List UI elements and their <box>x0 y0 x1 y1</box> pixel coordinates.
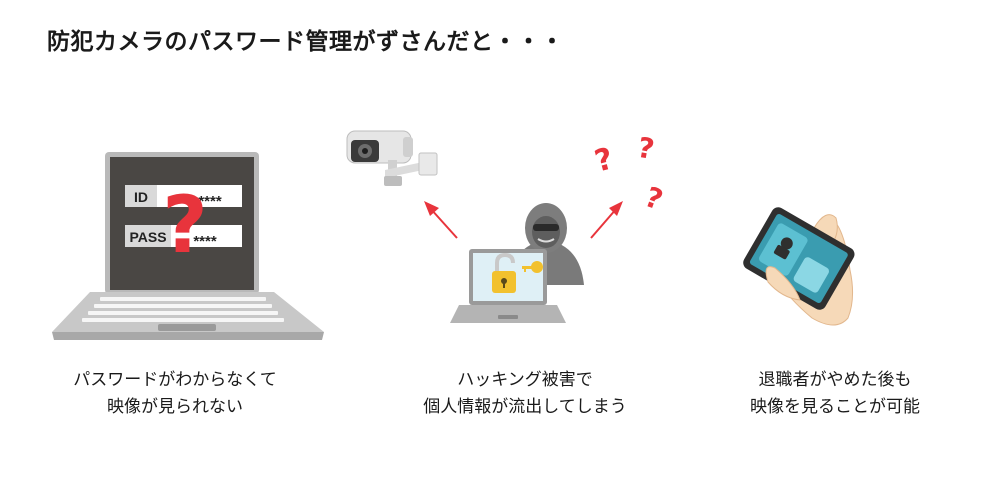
question-mark-icon: ? <box>591 141 617 179</box>
laptop-screen <box>110 157 254 290</box>
trackpad <box>158 324 216 331</box>
caption-line: 退職者がやめた後も <box>758 370 912 390</box>
caption-line: パスワードがわからなくて <box>73 370 277 390</box>
caption-line: ハッキング被害で <box>457 370 593 390</box>
page-title: 防犯カメラのパスワード管理がずさんだと・・・ <box>47 29 564 55</box>
question-mark-icon: ? <box>641 180 668 217</box>
caption-line: 個人情報が流出してしまう <box>423 397 627 417</box>
question-mark-icon: ? <box>635 131 657 166</box>
hacked-laptop-icon <box>450 249 566 323</box>
arrow-to-camera-icon <box>424 201 458 239</box>
security-camera-icon <box>346 130 438 186</box>
id-label: ID <box>134 189 148 205</box>
caption-line: 映像が見られない <box>107 397 243 417</box>
caption-former-employee: 退職者がやめた後も 映像を見ることが可能 <box>700 367 970 421</box>
sunglasses-icon <box>533 224 559 231</box>
caption-password-lost: パスワードがわからなくて 映像が見られない <box>35 367 315 421</box>
arrow-to-questions-icon <box>590 201 623 239</box>
question-mark-icon: ? <box>162 181 207 271</box>
laptop-illustration: ID **** PASS **** ? <box>52 152 324 340</box>
pass-mask: **** <box>193 233 217 250</box>
caption-hacking: ハッキング被害で 個人情報が流出してしまう <box>375 367 675 421</box>
caption-line: 映像を見ることが可能 <box>750 397 920 417</box>
hand-holding-tablet-icon <box>743 207 855 326</box>
pass-label: PASS <box>129 229 166 245</box>
id-mask: **** <box>198 193 222 210</box>
question-marks-cluster: ? ? ? <box>591 131 667 217</box>
key-icon <box>522 261 543 273</box>
